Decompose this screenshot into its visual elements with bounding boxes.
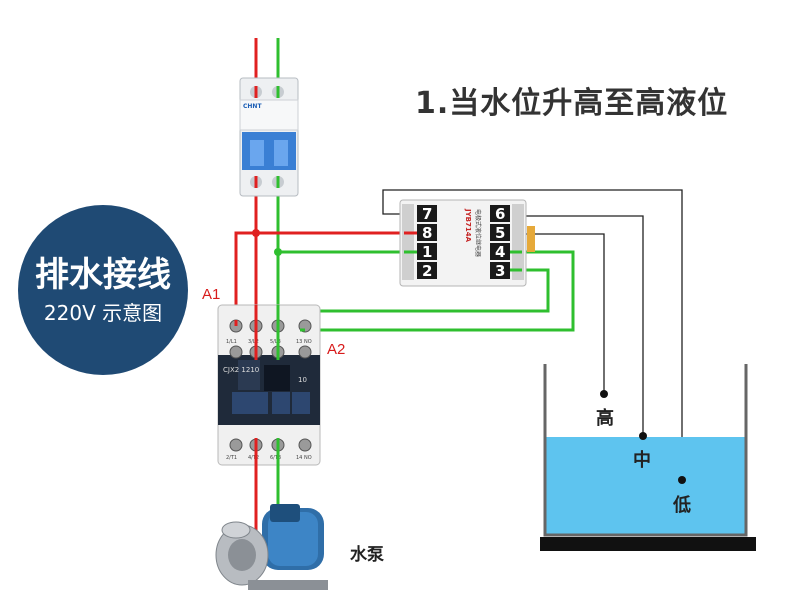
contactor-mark-l3: 5/L3 — [270, 339, 281, 345]
probe-mid-dot — [639, 432, 647, 440]
water-tank — [540, 364, 756, 551]
relay-name: 电极式液位继电器 — [474, 209, 482, 257]
probe-low-dot — [678, 476, 686, 484]
relay-terminal-4: 4 — [495, 243, 505, 261]
breaker-brand: CHNT — [243, 103, 262, 110]
level-high-label: 高 — [596, 408, 614, 429]
green-wire-a2-inner — [290, 268, 550, 313]
contactor-mark-13no: 13 NO — [296, 339, 312, 345]
relay-terminal-2: 2 — [422, 262, 432, 280]
probe-wire-mid — [525, 215, 644, 434]
contactor-mark-l1: 1/L1 — [226, 339, 237, 345]
contactor-mark-l2: 3/L2 — [248, 339, 259, 345]
contactor-rating: 10 — [298, 376, 307, 384]
red-wire-relay-8 — [234, 231, 410, 326]
label-a1: A1 — [202, 286, 221, 303]
relay-terminal-8: 8 — [422, 224, 432, 242]
relay-terminal-1: 1 — [422, 243, 432, 261]
green-wire-a2-outer — [305, 250, 575, 332]
badge-title: 排水接线 — [35, 255, 171, 295]
contactor-mark-t1: 2/T1 — [226, 455, 237, 461]
pump-label: 水泵 — [350, 545, 384, 565]
relay-terminal-7: 7 — [422, 205, 432, 223]
water-pump — [215, 504, 328, 590]
circuit-breaker: CHNT — [239, 77, 299, 197]
badge-subtitle: 220V 示意图 — [43, 301, 163, 325]
contactor-mark-t2: 4/T2 — [248, 455, 259, 461]
level-relay: 7 8 1 2 6 5 4 3 JYB714A 电极式液位继电器 — [399, 199, 535, 287]
relay-terminal-3: 3 — [495, 262, 505, 280]
label-a2: A2 — [327, 341, 346, 358]
relay-model: JYB714A — [464, 208, 472, 243]
relay-terminal-5: 5 — [495, 224, 505, 242]
junction-red — [252, 229, 260, 237]
contactor: CJX2 1210 10 1/L1 3/L2 5/L3 13 NO 2/T1 4… — [217, 304, 321, 466]
level-low-label: 低 — [673, 495, 691, 516]
relay-terminal-6: 6 — [495, 205, 505, 223]
page-title: 1.当水位升高至高液位 — [415, 86, 729, 121]
contactor-mark-14no: 14 NO — [296, 455, 312, 461]
water-fill — [545, 437, 746, 535]
contactor-model: CJX2 1210 — [223, 366, 259, 374]
junction-green — [274, 248, 282, 256]
probe-high-dot — [600, 390, 608, 398]
probe-wire-low — [382, 189, 683, 478]
contactor-mark-t3: 6/T3 — [270, 455, 281, 461]
level-mid-label: 中 — [633, 450, 651, 471]
wiring-badge: 排水接线 220V 示意图 — [18, 205, 188, 375]
probe-wire-high — [525, 233, 605, 392]
